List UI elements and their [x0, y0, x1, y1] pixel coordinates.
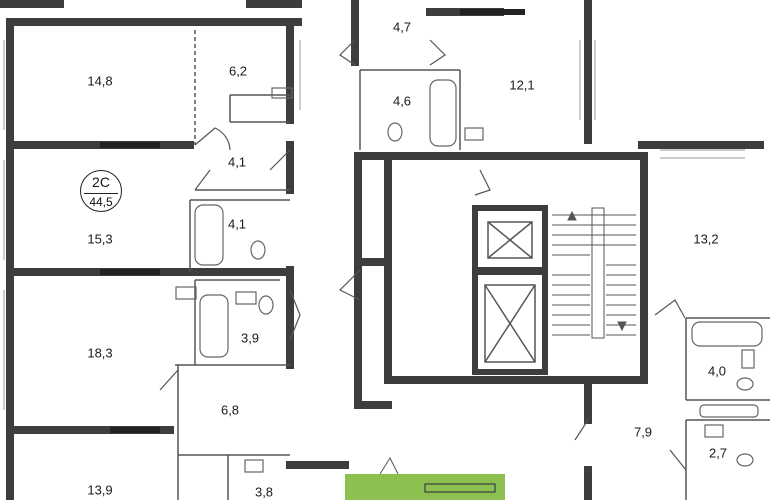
room-area-label: 6,2 [228, 63, 248, 79]
room-area-label: 3,9 [240, 330, 260, 346]
partitions [175, 30, 770, 500]
room-area-label: 15,3 [87, 231, 113, 247]
room-area-label: 7,9 [633, 424, 653, 440]
stairs [552, 207, 636, 339]
room-area-label: 4,6 [392, 93, 412, 109]
room-area-label: 13,9 [87, 482, 113, 498]
apartment-code: 2С [92, 174, 110, 190]
room-area-label: 4,0 [707, 363, 727, 379]
room-area-label: 18,3 [87, 345, 113, 361]
doors [159, 39, 687, 471]
apartment-badge: 2С 44,5 [80, 170, 122, 212]
room-area-label: 4,1 [227, 216, 247, 232]
room-area-label: 2,7 [708, 445, 728, 461]
room-area-label: 4,7 [392, 19, 412, 35]
room-area-label: 13,2 [693, 231, 719, 247]
highlight-apartment [345, 456, 505, 500]
room-area-label: 4,1 [227, 154, 247, 170]
fixtures [175, 79, 763, 473]
room-area-label: 6,8 [220, 402, 240, 418]
room-area-label: 14,8 [87, 73, 113, 89]
windows [3, 9, 745, 433]
apartment-area: 44,5 [84, 193, 118, 209]
room-area-label: 3,8 [254, 484, 274, 500]
room-area-label: 12,1 [509, 77, 535, 93]
